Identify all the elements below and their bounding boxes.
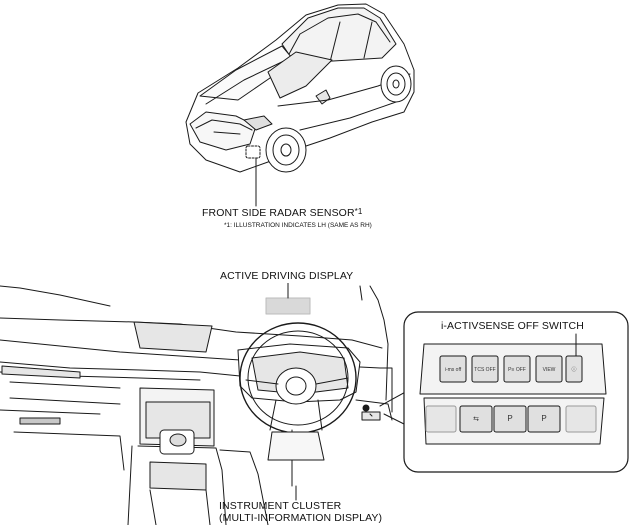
label-front-side-radar-sensor: FRONT SIDE RADAR SENSOR*1 — [202, 207, 362, 219]
switch-button-label: ⇆ — [473, 416, 479, 423]
switch-panel-inset — [403, 311, 629, 473]
switch-button-label: VIEW — [543, 367, 556, 373]
label-radar-text: FRONT SIDE RADAR SENSOR — [202, 207, 355, 219]
dashboard-illustration — [0, 285, 421, 525]
label-iactivsense-off-switch: i-ACTIVSENSE OFF SWITCH — [441, 320, 584, 332]
switch-button-label: TCS OFF — [474, 367, 495, 373]
switch-button-label: i-ms off — [445, 367, 462, 373]
label-radar-footnote-mark: *1 — [354, 207, 363, 216]
label-instrument-cluster: INSTRUMENT CLUSTER — [219, 500, 342, 512]
label-radar-footnote: *1: ILLUSTRATION INDICATES LH (SAME AS R… — [224, 222, 372, 229]
switch-button-label: P — [507, 414, 512, 423]
label-multi-information-display: (MULTI-INFORMATION DISPLAY) — [219, 512, 383, 524]
car-illustration — [185, 3, 415, 207]
label-active-driving-display: ACTIVE DRIVING DISPLAY — [220, 270, 354, 282]
switch-button-label: ⓘ — [571, 366, 576, 373]
switch-button-label: P — [541, 414, 546, 423]
switch-button-label: P≡ OFF — [508, 367, 526, 373]
